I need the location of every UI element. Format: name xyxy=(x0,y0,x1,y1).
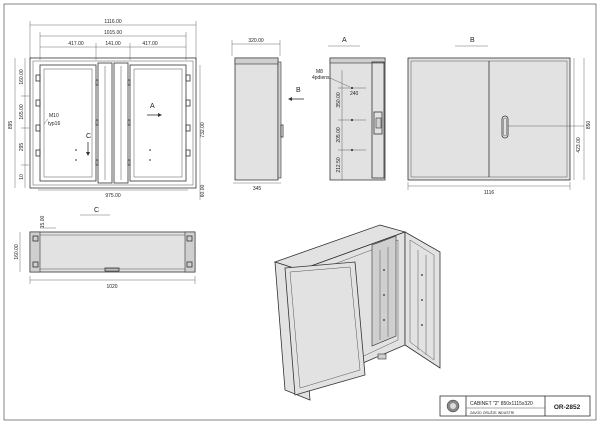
section-a-d2: 205.00 xyxy=(336,127,342,143)
isometric-view xyxy=(273,224,441,401)
view-c-left: 160.00 xyxy=(14,244,20,260)
dim-inner-width: 1015.00 xyxy=(104,30,122,36)
title-block-company: ZAVOD ORUŽJE INDUSTRI xyxy=(470,410,514,415)
arrow-right-icon xyxy=(158,113,162,117)
dim-right-panel: 417.00 xyxy=(142,41,158,47)
section-a-hole: 240 xyxy=(350,91,359,97)
title-block-name: CABINET "2" 850x1115x320 xyxy=(470,401,533,407)
view-b-height: 850 xyxy=(586,121,592,130)
view-c-top: 15.00 xyxy=(40,216,46,229)
section-a-d1: 350.00 xyxy=(336,92,342,108)
dim-center: 141.00 xyxy=(105,41,121,47)
section-a-view: A M8 4pdiens 240 350.00 205.00 212.50 xyxy=(312,37,386,181)
view-b: B 423.00 850 1116 xyxy=(407,37,592,196)
dim-right-height: 732.00 xyxy=(200,122,206,138)
section-a-d3: 212.50 xyxy=(336,157,342,173)
dim-left-c: 295 xyxy=(19,143,25,152)
dim-side-top: 320.00 xyxy=(248,38,264,44)
view-b-handle: 423.00 xyxy=(576,137,582,153)
dim-left-a: 160.00 xyxy=(19,69,25,85)
front-view: 1116.00 1015.00 417.00 141.00 417.00 xyxy=(8,19,206,200)
dim-left-d: 10 xyxy=(19,174,25,180)
view-c: C 15.00 160.00 1020 xyxy=(14,207,196,290)
title-block: CABINET "2" 850x1115x320 ZAVOD ORUŽJE IN… xyxy=(439,395,591,417)
dim-left-total: 895 xyxy=(8,121,14,130)
view-arrow-b-label: B xyxy=(296,87,301,94)
dim-side-bottom: 345 xyxy=(253,186,262,192)
view-c-bottom: 1020 xyxy=(106,284,117,290)
side-view: 320.00 345 B xyxy=(231,38,304,192)
view-arrow-c-label: C xyxy=(86,133,91,140)
dim-left-panel: 417.00 xyxy=(68,41,84,47)
view-b-width: 1116 xyxy=(484,190,495,196)
view-arrow-a-label: A xyxy=(150,103,155,110)
dim-overall-width: 1116.00 xyxy=(104,19,122,25)
dim-left-b: 165.00 xyxy=(19,104,25,120)
section-a-screw-sub: 4pdiens xyxy=(312,75,330,81)
section-a-screw: M8 xyxy=(316,69,323,75)
title-block-code: OR-2852 xyxy=(554,404,581,411)
dim-right-bottom: 60.00 xyxy=(200,185,206,198)
section-a-title: A xyxy=(342,37,347,44)
arrow-down-icon xyxy=(86,152,90,156)
screw-label: M10 xyxy=(49,113,59,119)
screw-sub-label: typ16 xyxy=(48,121,60,127)
view-b-title: B xyxy=(470,37,475,44)
dim-bottom-width: 975.00 xyxy=(105,193,121,199)
door-handle xyxy=(501,115,509,139)
view-c-title: C xyxy=(94,207,99,214)
sheet-border xyxy=(3,3,597,421)
arrow-left-icon xyxy=(288,97,292,101)
